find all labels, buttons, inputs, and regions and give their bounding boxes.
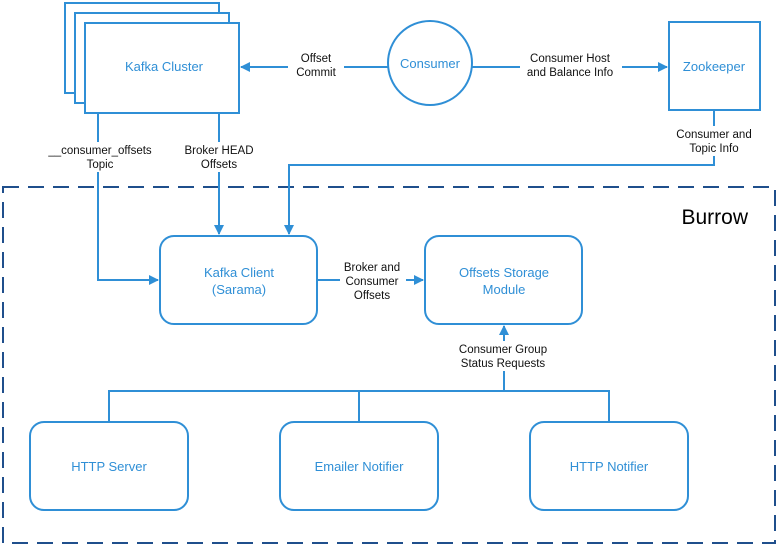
edge-status-requests-bus <box>108 390 610 422</box>
burrow-boundary <box>2 186 776 544</box>
edge-status-requests-label-2: Status Requests <box>461 358 546 370</box>
edge-consumer-topic-label-1: Consumer and <box>676 129 751 141</box>
edge-consumer-host-label-2: and Balance Info <box>527 67 613 79</box>
edge-offset-commit-label-1: Offset <box>301 53 332 65</box>
emailer-notifier-node: Emailer Notifier <box>279 421 439 511</box>
edge-consumer-offsets-label-2: Topic <box>87 159 114 171</box>
edge-broker-consumer-label-1: Broker and <box>344 262 400 274</box>
offsets-storage-label-line2: Module <box>483 282 526 297</box>
edge-broker-consumer-label-3: Offsets <box>354 290 390 302</box>
kafka-cluster-node: Kafka Cluster <box>64 2 240 114</box>
emailer-notifier-label: Emailer Notifier <box>315 459 405 474</box>
burrow-title: Burrow <box>681 206 748 229</box>
edge-status-requests-label-1: Consumer Group <box>459 344 547 356</box>
zookeeper-node: Zookeeper <box>668 21 761 111</box>
http-server-node: HTTP Server <box>29 421 189 511</box>
consumer-node: Consumer <box>387 20 473 106</box>
edge-consumer-topic-info <box>284 110 715 235</box>
edge-consumer-topic-label-2: Topic Info <box>689 143 738 155</box>
offsets-storage-label-line1: Offsets Storage <box>459 265 549 280</box>
http-notifier-label: HTTP Notifier <box>570 459 649 474</box>
edge-broker-head-label-2: Offsets <box>201 159 237 171</box>
edge-offset-commit-label-2: Commit <box>296 67 336 79</box>
edge-consumer-offsets-label-1: __consumer_offsets <box>47 145 152 157</box>
kafka-client-label-line2: (Sarama) <box>212 282 266 297</box>
kafka-cluster-label: Kafka Cluster <box>125 59 204 74</box>
edge-broker-head-label-1: Broker HEAD <box>184 145 253 157</box>
http-server-label: HTTP Server <box>71 459 147 474</box>
edge-broker-consumer-label-2: Consumer <box>345 276 398 288</box>
edge-consumer-host-label-1: Consumer Host <box>530 53 611 65</box>
kafka-client-label-line1: Kafka Client <box>204 265 274 280</box>
consumer-label: Consumer <box>400 56 461 71</box>
offsets-storage-node: Offsets Storage Module <box>424 235 583 325</box>
edge-consumer-offsets-topic <box>97 113 159 285</box>
kafka-client-node: Kafka Client (Sarama) <box>159 235 318 325</box>
zookeeper-label: Zookeeper <box>683 59 746 74</box>
http-notifier-node: HTTP Notifier <box>529 421 689 511</box>
